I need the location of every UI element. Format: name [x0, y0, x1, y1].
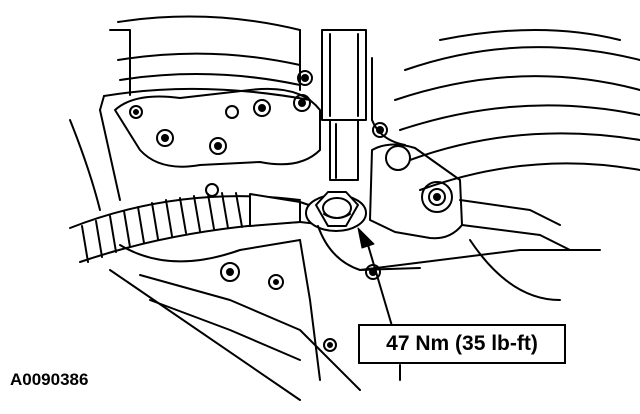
lower-block: [69, 119, 601, 401]
filter-housing: [99, 15, 311, 201]
torque-arrow: [357, 227, 393, 327]
ground-nut: [305, 191, 367, 232]
mounting-flange: [114, 70, 321, 168]
arrow-icon: [357, 227, 375, 249]
figure-id: A0090386: [10, 370, 89, 389]
socket-extension: [321, 29, 367, 181]
torque-callout: 47 Nm (35 lb-ft): [358, 324, 566, 364]
wire-harness: [69, 192, 319, 263]
right-bracket: [369, 122, 571, 251]
right-cover: [371, 29, 640, 191]
